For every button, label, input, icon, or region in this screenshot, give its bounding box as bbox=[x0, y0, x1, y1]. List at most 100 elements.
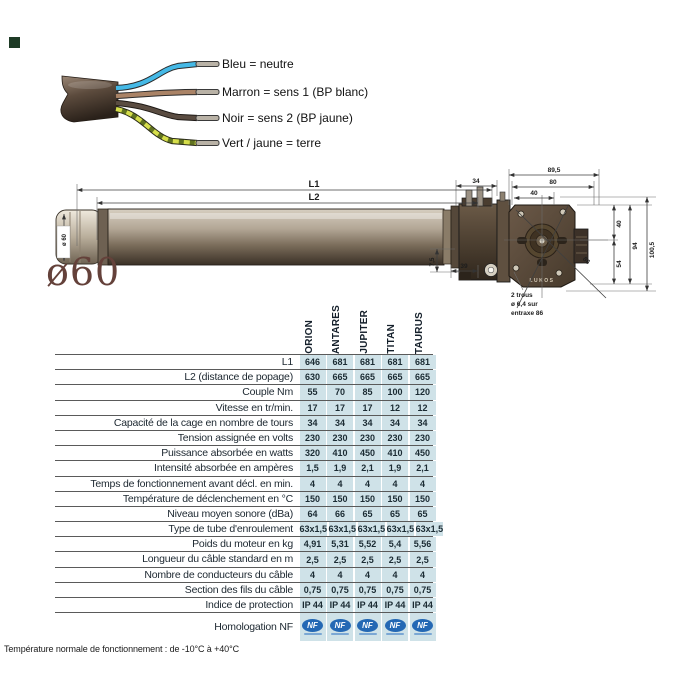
table-row: L2 (distance de popage) 630 665 665 665 … bbox=[55, 369, 436, 385]
cable-diagram bbox=[60, 60, 220, 147]
cell-orion: 17 bbox=[299, 400, 326, 415]
cell-antares: 410 bbox=[327, 446, 353, 461]
cell-antares: 665 bbox=[327, 370, 353, 385]
row-label: Capacité de la cage en nombre de tours bbox=[113, 416, 293, 429]
cell-antares: IP 44 bbox=[327, 598, 353, 613]
cell-titan: 4 bbox=[382, 476, 408, 491]
mounting-bracket bbox=[496, 199, 511, 283]
dimension-labels: L1 L2 ø 60 34 89,5 80 40 40 54 94 100,5 … bbox=[62, 167, 656, 317]
extension-lines bbox=[76, 169, 656, 298]
dim-l1: L1 bbox=[308, 179, 320, 190]
cell-antares: 4 bbox=[327, 567, 353, 582]
cell-orion: 0,75 bbox=[299, 582, 326, 597]
table-row: Niveau moyen sonore (dBa) 64 66 65 65 65 bbox=[55, 505, 436, 522]
cell-orion: 34 bbox=[299, 415, 326, 430]
table-header: ORION ANTARES JUPITER TITAN TAURUS bbox=[296, 296, 434, 354]
row-label: L1 bbox=[281, 356, 293, 368]
nf-logo: NF bbox=[384, 619, 406, 633]
table-row: Vitesse en tr/min. 17 17 17 12 12 bbox=[55, 399, 436, 415]
table-row: Poids du moteur en kg 4,91 5,31 5,52 5,4… bbox=[55, 536, 436, 552]
dim-dia-side: ø 60 bbox=[62, 233, 68, 246]
table-row: Section des fils du câble 0,75 0,75 0,75… bbox=[55, 581, 436, 597]
cell-jupiter: 65 bbox=[354, 506, 381, 522]
row-label: Intensité absorbée en ampères bbox=[154, 462, 293, 475]
dim-diag-86: 86 bbox=[581, 256, 591, 266]
cable-sheath bbox=[60, 75, 119, 123]
row-label: Indice de protection bbox=[205, 599, 293, 611]
dim-off-7-5: 7,5 bbox=[429, 257, 436, 266]
cell-taurus: 120 bbox=[409, 385, 436, 400]
cell-titan: 2,5 bbox=[382, 552, 408, 567]
dim-top-89-5: 89,5 bbox=[548, 167, 561, 174]
cell-jupiter: 17 bbox=[354, 400, 381, 415]
cell-orion: 4 bbox=[299, 476, 326, 491]
cell-jupiter: 2,1 bbox=[354, 461, 381, 476]
cell-jupiter: 63x1,5 bbox=[357, 522, 386, 537]
nf-logo: NF bbox=[302, 619, 323, 633]
cell-jupiter: 4 bbox=[354, 567, 381, 582]
cell-antares: 150 bbox=[327, 491, 353, 506]
table-row: Longueur du câble standard en m 2,5 2,5 … bbox=[55, 551, 436, 567]
nf-logo: NF bbox=[357, 619, 378, 633]
cell-taurus: 230 bbox=[409, 430, 436, 446]
cell-taurus: 5,56 bbox=[409, 537, 436, 552]
cell-taurus: 12 bbox=[409, 400, 436, 415]
cell-orion: 4,91 bbox=[299, 537, 326, 552]
cell-antares: 4 bbox=[327, 476, 353, 491]
diameter-caption: ø60 bbox=[46, 250, 121, 294]
dim-right-94: 94 bbox=[632, 242, 639, 250]
column-header-label: ORION bbox=[303, 320, 315, 354]
note-holes-3: entraxe 86 bbox=[511, 310, 544, 317]
row-label: Type de tube d'enroulement bbox=[168, 523, 293, 536]
row-label: Puissance absorbée en watts bbox=[161, 447, 293, 460]
nf-logo-subtext bbox=[331, 633, 349, 636]
table-row: Couple Nm 55 70 85 100 120 bbox=[55, 384, 436, 400]
row-label: L2 (distance de popage) bbox=[184, 371, 293, 384]
table-row-homologation: Homologation NF NF NF NF NF NF bbox=[55, 612, 436, 642]
cell-titan: 150 bbox=[382, 491, 408, 506]
table-column-header: JUPITER bbox=[351, 296, 379, 354]
dim-off-39: 39 bbox=[460, 263, 468, 270]
cell-titan: 665 bbox=[382, 370, 408, 385]
wire-label-brown: Marron = sens 1 (BP blanc) bbox=[222, 85, 369, 99]
cell-antares: 5,31 bbox=[327, 537, 353, 552]
cell-antares: 70 bbox=[327, 385, 353, 400]
cell-taurus: 4 bbox=[409, 567, 436, 582]
cell-titan: 100 bbox=[382, 385, 408, 400]
table-column-header: ANTARES bbox=[324, 296, 352, 354]
cell-jupiter: 34 bbox=[354, 415, 381, 430]
wire-label-black: Noir = sens 2 (BP jaune) bbox=[222, 111, 353, 125]
spec-table: L1 646 681 681 681 681 L2 (distance de p… bbox=[55, 354, 444, 642]
corner-mark bbox=[9, 37, 20, 48]
cell-taurus: 4 bbox=[409, 476, 436, 491]
cell-orion: 55 bbox=[299, 385, 326, 400]
table-row: Température de déclenchement en °C 150 1… bbox=[55, 490, 436, 506]
nf-logo: NF bbox=[412, 619, 433, 633]
footnote: Température normale de fonctionnement : … bbox=[4, 644, 239, 654]
dim-top-80: 80 bbox=[549, 179, 557, 186]
wire-tips bbox=[195, 61, 220, 146]
cell-taurus: 65 bbox=[409, 506, 436, 522]
table-row: Type de tube d'enroulement 63x1,5 63x1,5… bbox=[55, 521, 444, 537]
cell-orion: 64 bbox=[299, 506, 326, 522]
cell-titan: 5,4 bbox=[382, 537, 408, 552]
cell-orion: 2,5 bbox=[299, 552, 326, 567]
cell-orion: 630 bbox=[299, 370, 326, 385]
cell-orion: 1,5 bbox=[299, 461, 326, 476]
wire-black bbox=[115, 100, 198, 121]
nf-logo-subtext bbox=[413, 633, 432, 636]
cell-jupiter: 85 bbox=[354, 385, 381, 400]
cell-titan: 1,9 bbox=[382, 461, 408, 476]
table-column-header: TAURUS bbox=[406, 296, 434, 354]
cell-orion: 4 bbox=[299, 567, 326, 582]
wire-label-blue: Bleu = neutre bbox=[222, 57, 294, 71]
cell-jupiter: 681 bbox=[354, 355, 381, 370]
wire-label-green: Vert / jaune = terre bbox=[222, 136, 322, 150]
cell-antares: 681 bbox=[327, 355, 353, 370]
row-label: Vitesse en tr/min. bbox=[215, 401, 294, 414]
cell-orion: NF bbox=[299, 613, 326, 642]
table-row: Intensité absorbée en ampères 1,5 1,9 2,… bbox=[55, 460, 436, 476]
dim-l2: L2 bbox=[308, 192, 319, 203]
table-row: Capacité de la cage en nombre de tours 3… bbox=[55, 414, 436, 430]
